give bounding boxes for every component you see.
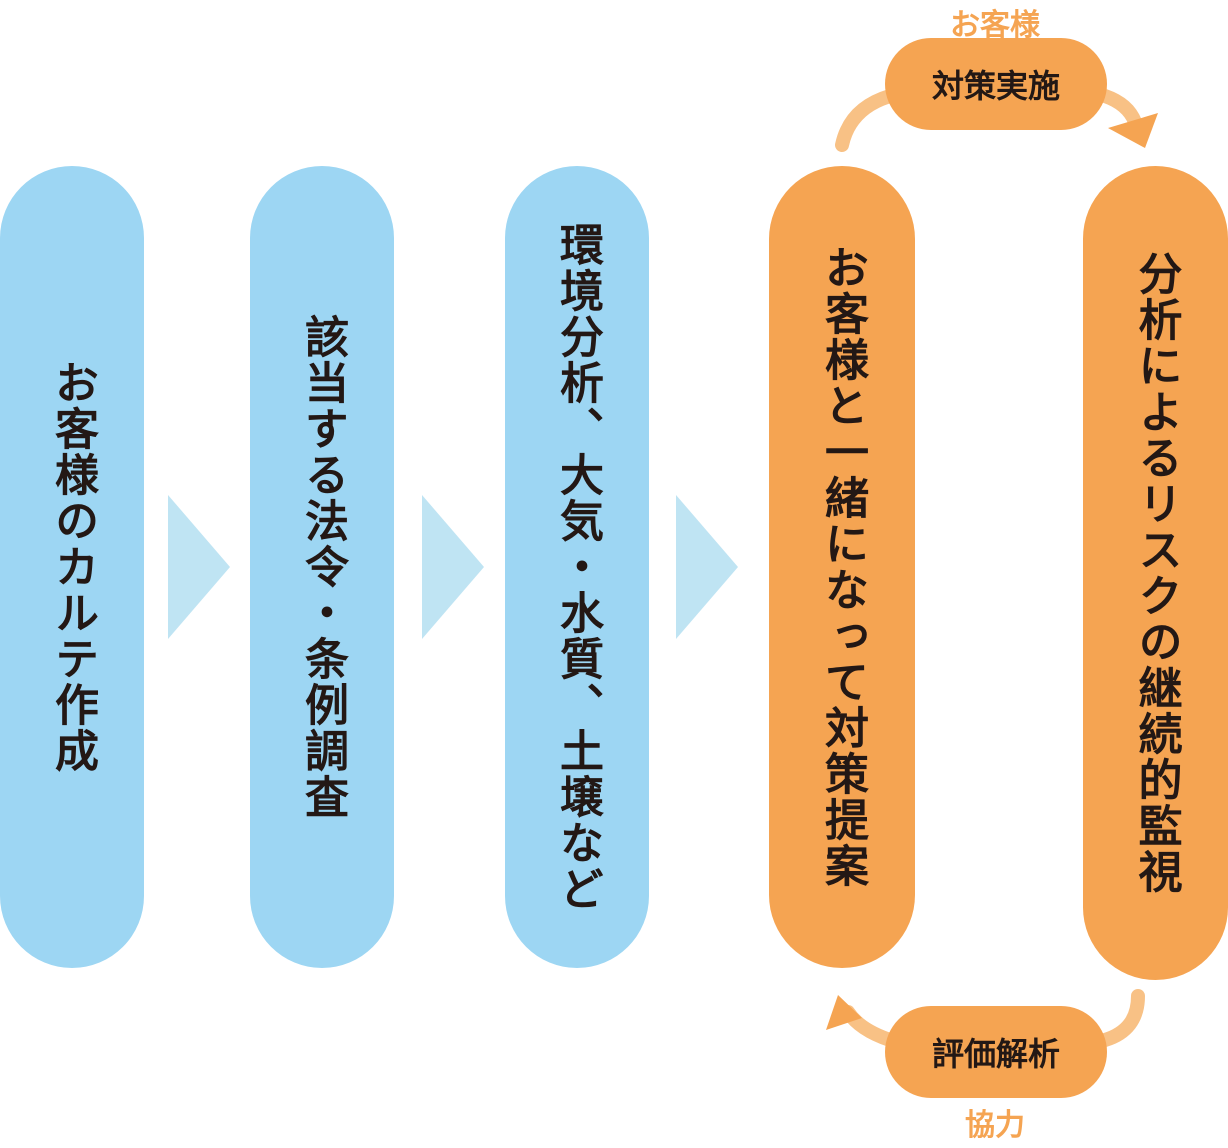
step-3-label: 環境分析、大気・水質、土壌など [552, 222, 603, 912]
top-tag: お客様 [950, 8, 1040, 43]
arrow-head-icon [826, 995, 862, 1030]
step-4-label: お客様と一緒になって対策提案 [817, 245, 868, 889]
chevron-right-icon [168, 495, 230, 639]
top-action-pill: 対策実施 [885, 38, 1107, 130]
step-5-label: 分析によるリスクの継続的監視 [1130, 251, 1182, 895]
cycle-arc-top-right [1098, 89, 1142, 129]
step-1-pill: お客様のカルテ作成 [0, 166, 144, 968]
step-5-pill: 分析によるリスクの継続的監視 [1083, 166, 1228, 980]
step-2-label: 該当する法令・条例調査 [297, 314, 348, 820]
bottom-action-label: 評価解析 [931, 1035, 1060, 1073]
step-3-pill: 環境分析、大気・水質、土壌など [505, 166, 649, 968]
cycle-arc-bottom-right [1098, 989, 1145, 1047]
step-4-pill: お客様と一緒になって対策提案 [769, 166, 915, 968]
step-2-pill: 該当する法令・条例調査 [250, 166, 394, 968]
bottom-action-pill: 評価解析 [885, 1006, 1107, 1098]
top-action-label: 対策実施 [931, 67, 1060, 105]
chevron-right-icon [676, 495, 738, 639]
chevron-right-icon [422, 495, 484, 639]
step-1-label: お客様のカルテ作成 [47, 360, 98, 774]
bottom-tag: 協力 [965, 1108, 1025, 1143]
cycle-arc-top-left [835, 89, 897, 152]
arrow-head-icon [1108, 113, 1158, 148]
